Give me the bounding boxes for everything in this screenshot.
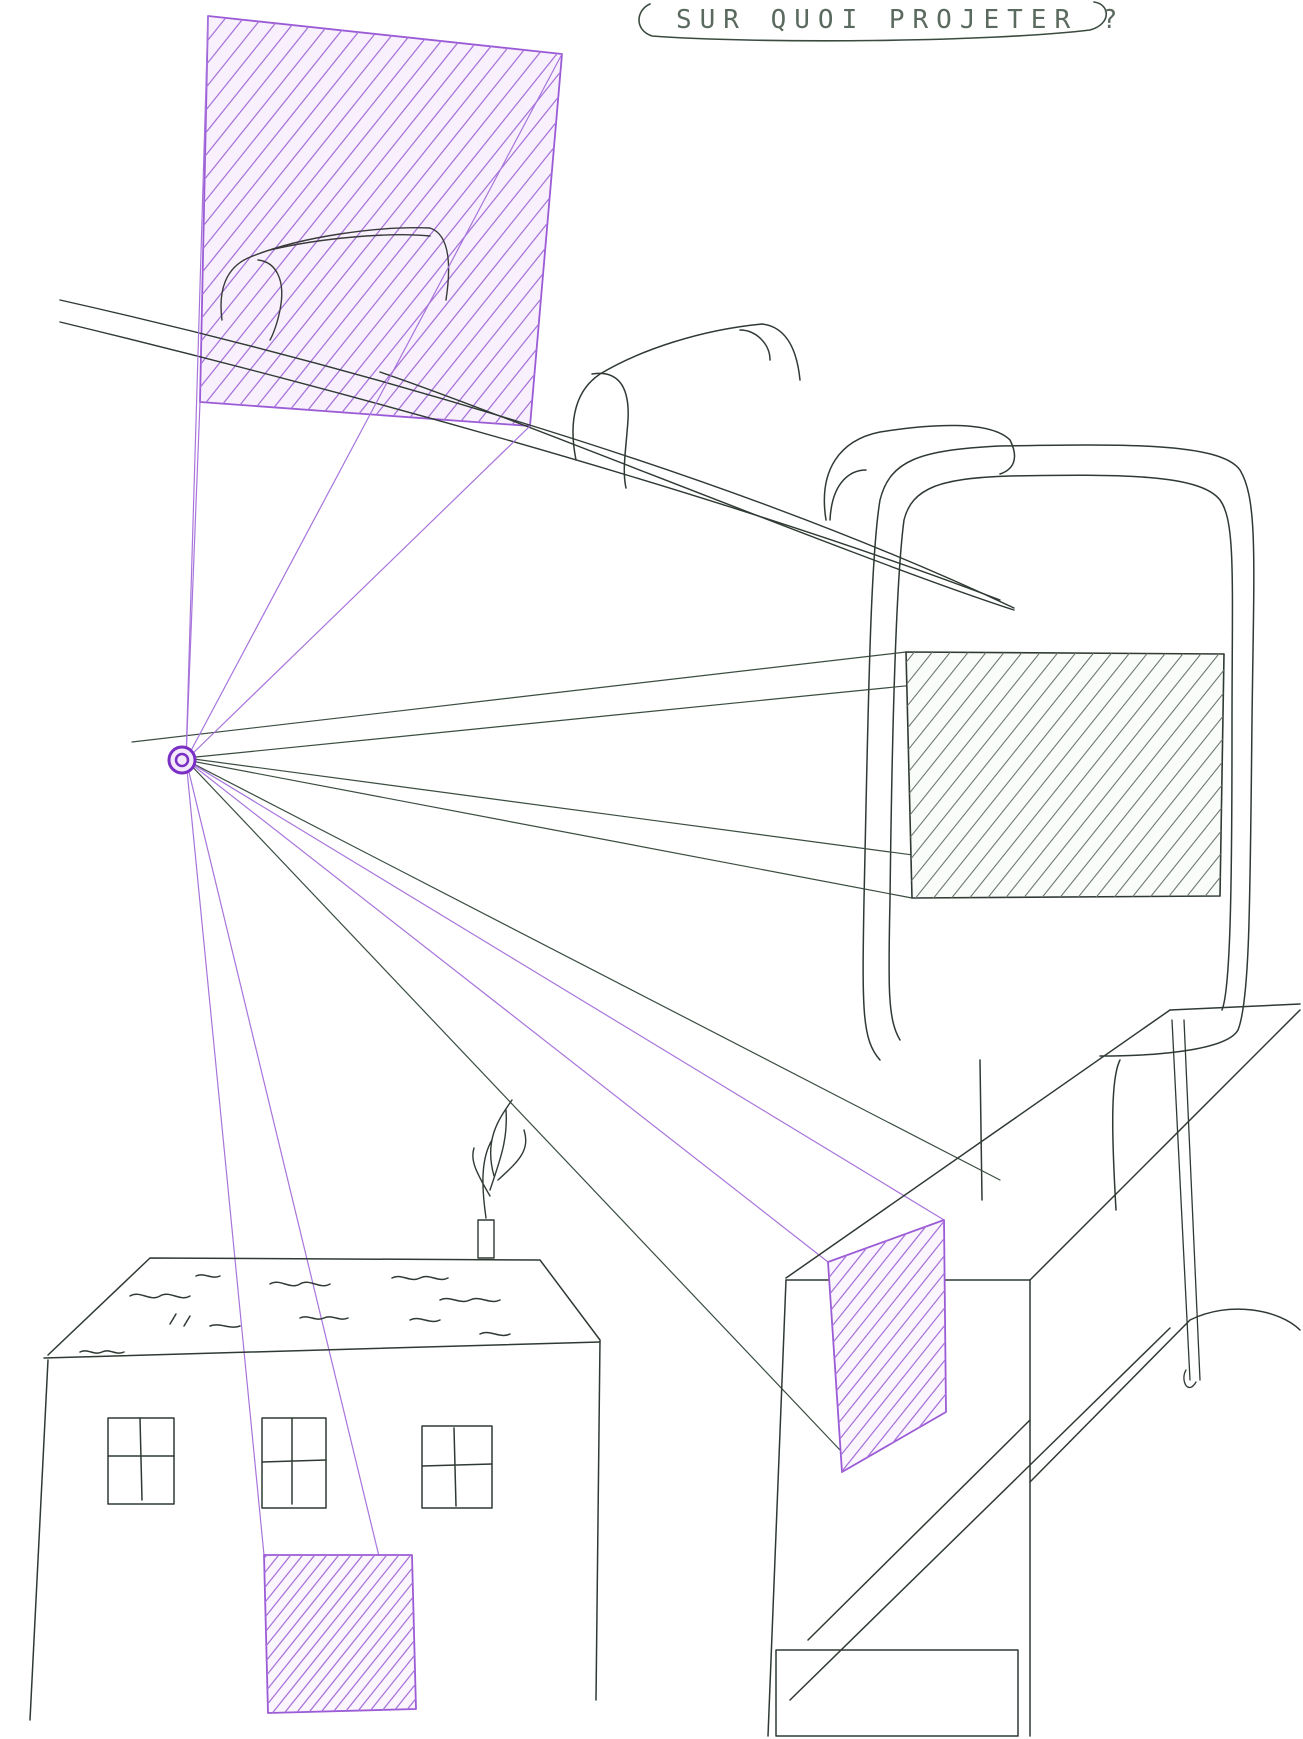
hatch-line	[90, 1548, 224, 1716]
hatch-line	[0, 10, 178, 430]
title-text: SUR QUOI PROJETER ?	[676, 5, 1125, 35]
projection-house-window	[90, 1548, 548, 1716]
hatch-line	[0, 10, 214, 430]
projection-tower-facade	[555, 1215, 1159, 1480]
hatch-line	[658, 645, 866, 905]
hatch-line	[102, 1548, 236, 1716]
hatch-line	[583, 1215, 795, 1480]
hatch-line	[611, 1215, 823, 1480]
hatch-line	[402, 1548, 536, 1716]
hatch-line	[625, 1215, 837, 1480]
hatch-line	[0, 10, 196, 430]
hatch-line	[544, 10, 880, 430]
hatch-line	[1216, 645, 1303, 905]
hatch-line	[414, 1548, 548, 1716]
hatch-line	[676, 645, 884, 905]
title-bubble: SUR QUOI PROJETER ?	[639, 2, 1125, 41]
projection-screen-sky	[0, 10, 898, 430]
hatch-line	[569, 1215, 781, 1480]
hatch-line	[526, 10, 862, 430]
projector-light-source	[169, 747, 195, 773]
hatch-line	[0, 10, 160, 430]
projection-building-wall	[640, 645, 1303, 905]
hatch-line	[126, 1548, 260, 1716]
hatch-line	[0, 10, 142, 430]
hatch-line	[730, 645, 938, 905]
chimney-smoke	[473, 1100, 526, 1258]
hatch-line	[947, 1215, 1159, 1480]
hatch-line	[114, 1548, 248, 1716]
hatch-line	[597, 1215, 809, 1480]
street-lamp	[1172, 1020, 1200, 1387]
hatch-line	[138, 1548, 272, 1716]
hatch-line	[555, 1215, 767, 1480]
hatch-line	[933, 1215, 1145, 1480]
hatch-line	[0, 10, 106, 430]
bench-sketch	[573, 324, 800, 488]
hatch-line	[694, 645, 902, 905]
hatch-line	[0, 10, 124, 430]
hatch-line	[919, 1215, 1131, 1480]
